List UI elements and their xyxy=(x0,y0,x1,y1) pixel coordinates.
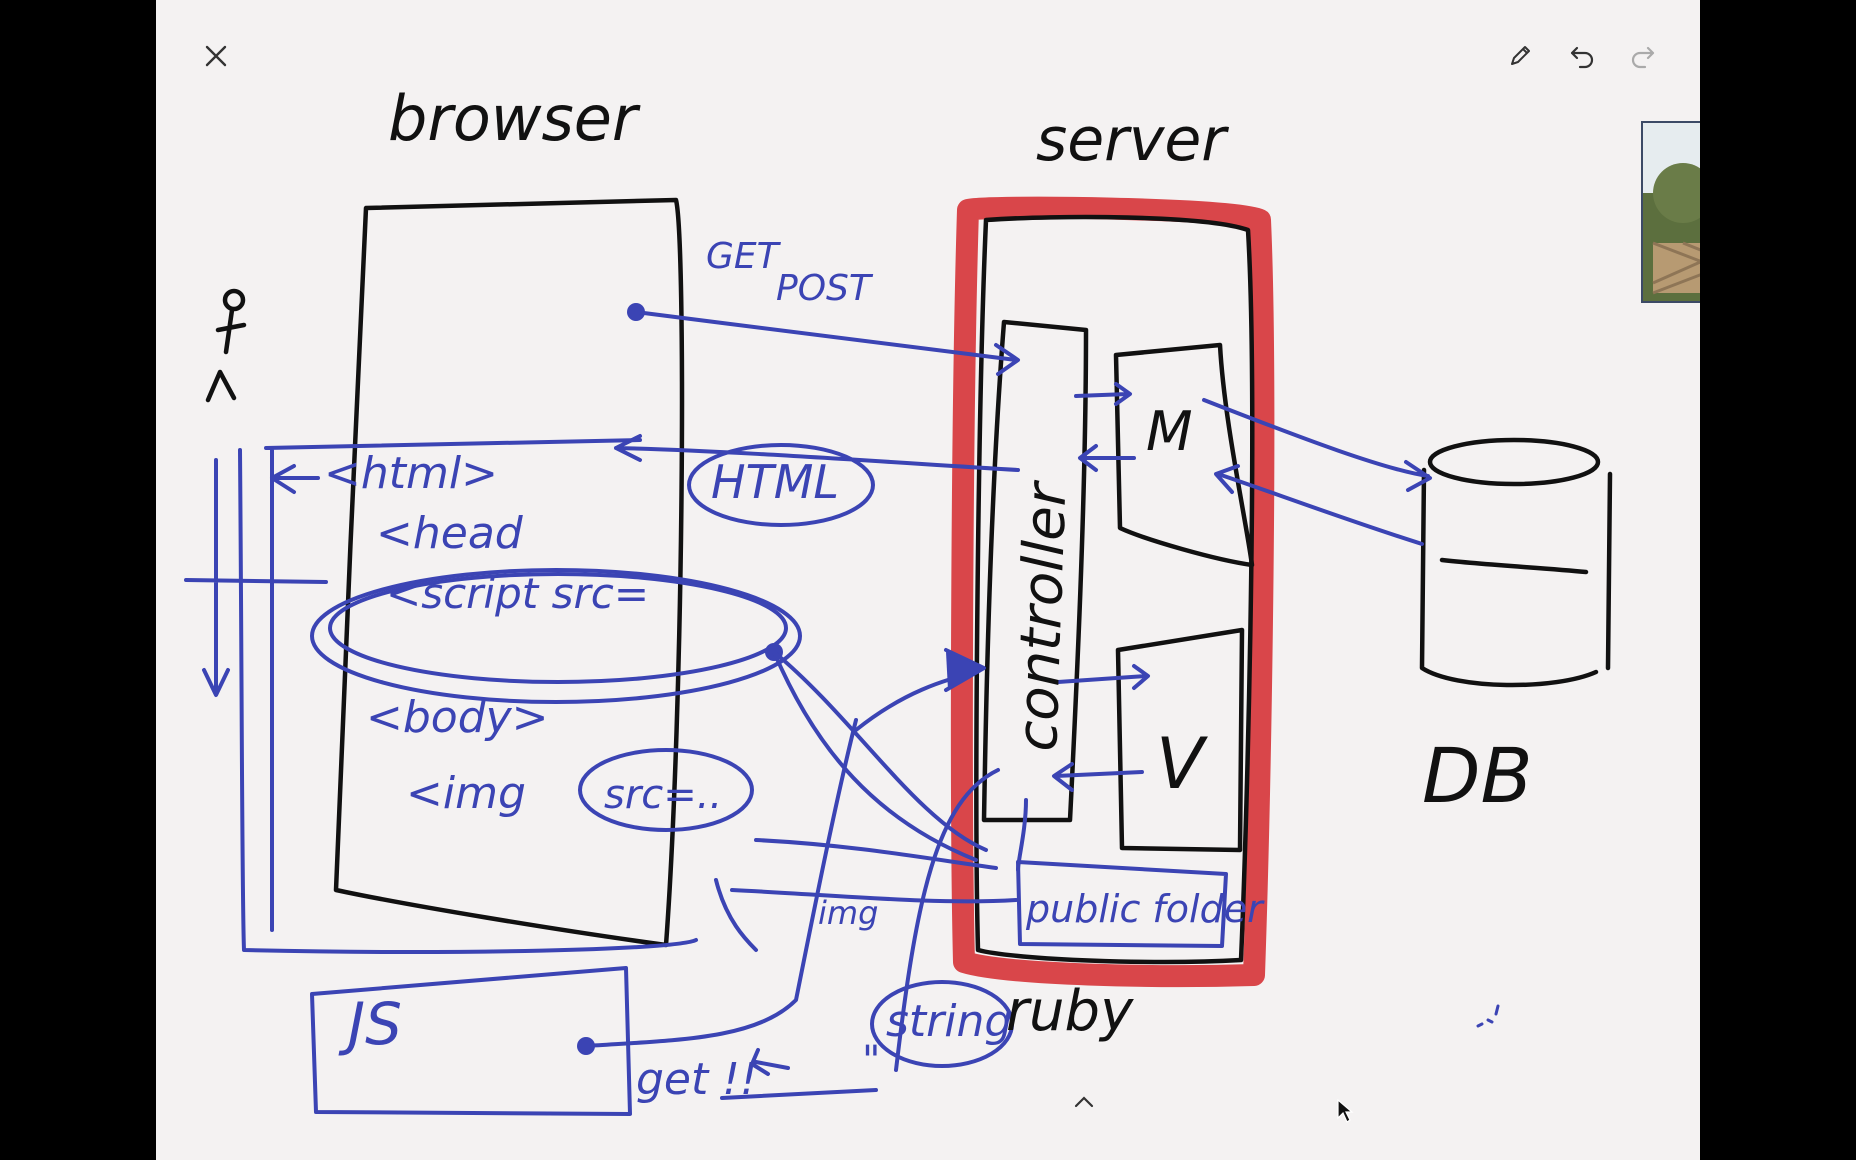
chevron-up-icon xyxy=(1074,1096,1094,1108)
whiteboard-canvas[interactable]: browser server GET POST <html> <head <sc… xyxy=(156,0,1700,1160)
server-label: server xyxy=(1036,105,1229,175)
server-highlight xyxy=(950,196,1275,988)
undo-icon xyxy=(1570,46,1594,69)
post-label: POST xyxy=(776,268,874,309)
participant-video[interactable] xyxy=(1641,121,1700,303)
html-tag-label: <html> xyxy=(324,448,498,499)
script-tag-label: <script src= xyxy=(386,569,649,618)
user-figure xyxy=(205,288,247,403)
db-label: DB xyxy=(1422,731,1533,820)
model-box xyxy=(1113,342,1255,568)
controller-box xyxy=(981,319,1089,823)
response-arrow xyxy=(614,434,1020,472)
server-box xyxy=(974,214,1255,965)
diagram xyxy=(184,196,1613,1116)
get-note-label: get !! xyxy=(636,1054,758,1105)
html-response-label: HTML xyxy=(711,455,839,509)
public-folder-box xyxy=(1016,860,1228,948)
mouse-cursor xyxy=(1336,1098,1354,1128)
view-box xyxy=(1115,627,1245,853)
browser-label: browser xyxy=(388,82,641,155)
head-tag-label: <head xyxy=(376,508,524,559)
redo-icon xyxy=(1631,46,1655,69)
pencil-icon xyxy=(1511,46,1530,65)
person-video-feed xyxy=(1643,123,1700,301)
get-label: GET xyxy=(706,236,782,277)
controller-label: controller xyxy=(1005,479,1079,752)
expand-toolbar-button[interactable] xyxy=(1066,1088,1102,1116)
view-label: V xyxy=(1156,723,1208,805)
js-label: JS xyxy=(338,990,402,1058)
request-arrow xyxy=(634,310,1020,376)
close-button[interactable] xyxy=(196,36,236,76)
db-cylinder xyxy=(1419,437,1613,688)
diagram-labels: browser server GET POST <html> <head <sc… xyxy=(324,82,1533,1105)
body-tag-label: <body> xyxy=(366,692,549,743)
pen-tool-button[interactable] xyxy=(1500,36,1540,76)
img-tag-label: <img xyxy=(406,768,526,819)
scribble-mark xyxy=(1476,1004,1500,1028)
ruby-label: ruby xyxy=(1006,979,1134,1044)
document-bracket xyxy=(238,438,698,954)
model-label: M xyxy=(1146,400,1193,463)
scroll-arrow xyxy=(184,458,328,697)
redo-button[interactable] xyxy=(1623,36,1663,76)
js-box xyxy=(310,966,632,1116)
undo-button[interactable] xyxy=(1562,36,1602,76)
public-folder-label: public folder xyxy=(1025,887,1265,931)
browser-box xyxy=(333,197,685,948)
quote-mark-label: " xyxy=(862,1038,880,1084)
string-label: string xyxy=(886,996,1012,1047)
close-icon xyxy=(205,45,227,67)
cursor-icon xyxy=(1337,1098,1354,1123)
src-attr-label: src=.. xyxy=(604,772,722,818)
img-label: img xyxy=(818,894,878,932)
